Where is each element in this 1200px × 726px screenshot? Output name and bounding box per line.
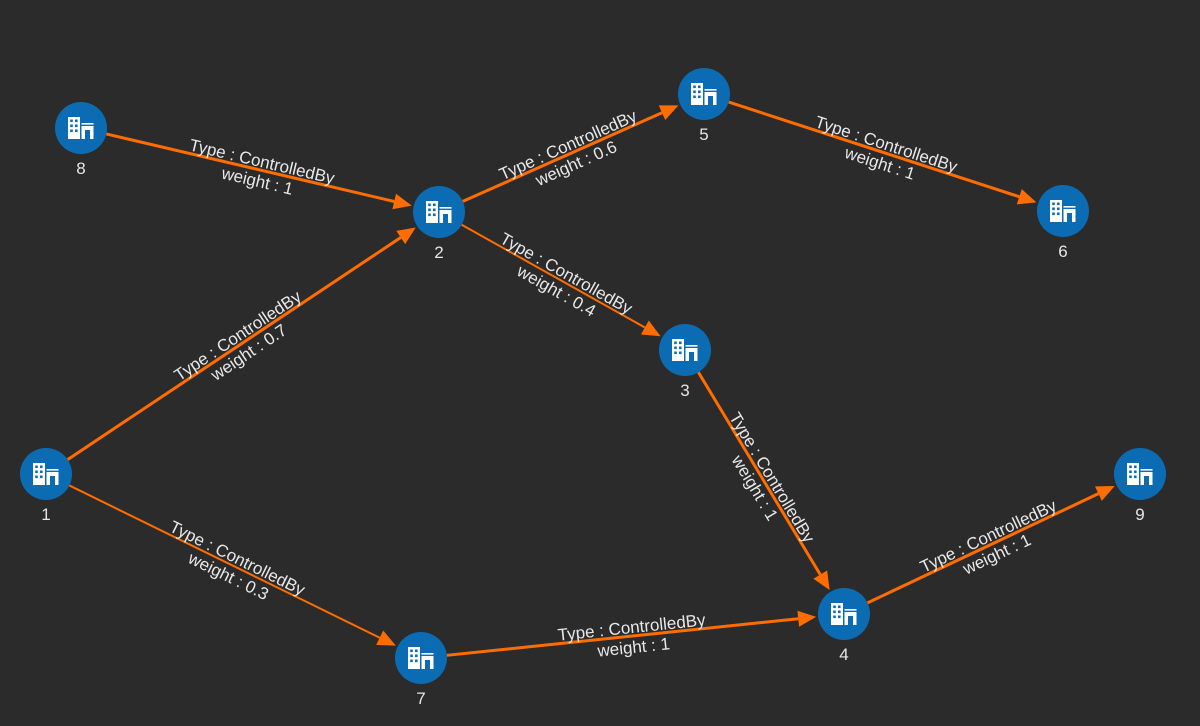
edge-line[interactable]: [66, 236, 402, 461]
edge-line[interactable]: [446, 617, 799, 657]
node-label: 2: [434, 243, 443, 262]
arrowhead-icon: [658, 105, 679, 121]
node-circle[interactable]: [1037, 185, 1089, 237]
node-3[interactable]: 3: [659, 324, 711, 400]
node-8[interactable]: 8: [55, 102, 107, 178]
node-circle[interactable]: [395, 632, 447, 684]
node-label: 5: [699, 125, 708, 144]
node-label: 8: [76, 159, 85, 178]
node-label: 4: [839, 645, 848, 664]
edge-line[interactable]: [105, 132, 395, 203]
node-label: 9: [1135, 505, 1144, 524]
node-4[interactable]: 4: [818, 588, 870, 664]
edge-line[interactable]: [462, 111, 663, 203]
node-label: 3: [680, 381, 689, 400]
edge-line[interactable]: [866, 492, 1100, 605]
edge-line[interactable]: [461, 223, 646, 329]
node-7[interactable]: 7: [395, 632, 447, 708]
node-6[interactable]: 6: [1037, 185, 1089, 261]
node-label: 7: [416, 689, 425, 708]
arrowhead-icon: [1016, 189, 1037, 205]
node-circle[interactable]: [659, 324, 711, 376]
node-5[interactable]: 5: [678, 68, 730, 144]
node-circle[interactable]: [20, 448, 72, 500]
arrowhead-icon: [813, 570, 830, 591]
node-circle[interactable]: [55, 102, 107, 154]
arrowhead-icon: [376, 630, 396, 646]
edge-line[interactable]: [728, 100, 1020, 199]
node-circle[interactable]: [1114, 448, 1166, 500]
node-1[interactable]: 1: [20, 448, 72, 524]
node-2[interactable]: 2: [413, 186, 465, 262]
node-9[interactable]: 9: [1114, 448, 1166, 524]
arrowhead-icon: [1094, 485, 1115, 501]
node-circle[interactable]: [413, 186, 465, 238]
arrowhead-icon: [797, 610, 817, 627]
node-label: 1: [41, 505, 50, 524]
node-circle[interactable]: [818, 588, 870, 640]
edge-line[interactable]: [697, 371, 822, 576]
arrowhead-icon: [396, 227, 416, 245]
arrowhead-icon: [640, 320, 661, 337]
arrowhead-icon: [392, 193, 412, 210]
node-circle[interactable]: [678, 68, 730, 120]
nodes-layer: 1 2 3 4 5 6 7 8 9: [20, 68, 1166, 708]
node-label: 6: [1058, 242, 1067, 261]
edge-line[interactable]: [68, 484, 381, 639]
